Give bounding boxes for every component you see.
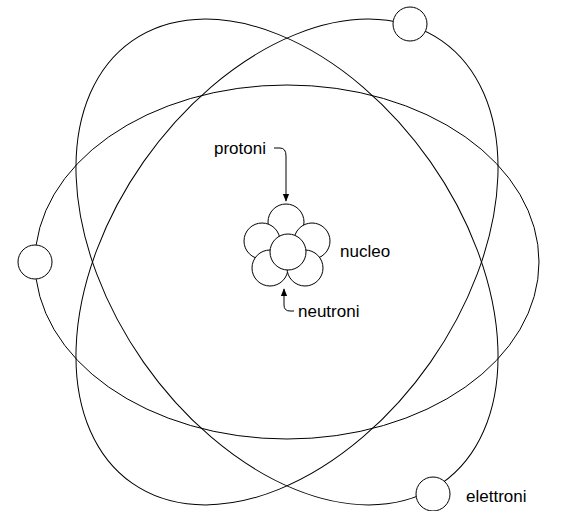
leader-line (284, 289, 294, 311)
nucleon (270, 234, 306, 270)
leader-line (274, 148, 286, 201)
electron (18, 245, 52, 279)
electron (416, 477, 450, 511)
particle-label: neutroni (298, 303, 359, 320)
orbit (35, 85, 539, 439)
particle-label: protoni (214, 140, 266, 157)
nucleus-label: nucleo (340, 243, 390, 260)
electron (393, 7, 427, 41)
particle-label: elettroni (466, 488, 526, 505)
